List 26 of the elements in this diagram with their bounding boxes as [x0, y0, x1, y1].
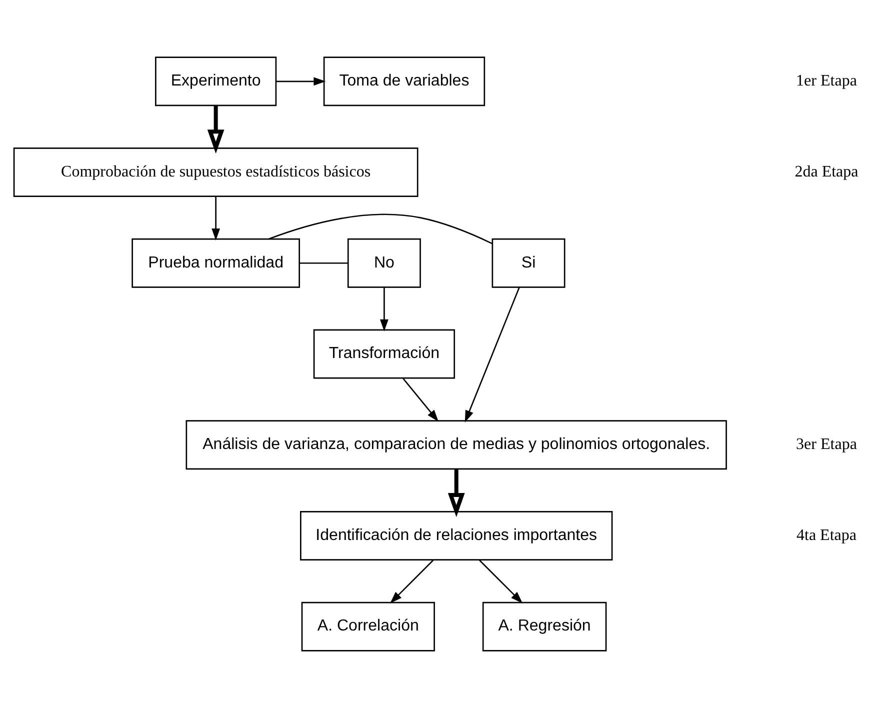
label: 1er Etapa [796, 72, 857, 90]
node-box: Transformación [313, 328, 456, 378]
label: 3er Etapa [796, 436, 857, 453]
node-box: Prueba normalidad [132, 238, 300, 288]
arrow [448, 468, 465, 517]
arrow [212, 196, 220, 240]
arrow [276, 76, 326, 86]
arrow [464, 286, 520, 422]
arrow [479, 559, 523, 603]
node-box: A. Regresión [482, 601, 607, 651]
node-box: Análisis de varianza, comparacion de medias y polinomios ortogonales. [186, 420, 727, 470]
arrow [402, 378, 439, 422]
label: 2da Etapa [794, 162, 858, 180]
connector [268, 213, 492, 244]
node-box: No [347, 238, 421, 288]
node-box: Si [492, 238, 566, 288]
node-box: Comprobación de supuestos estadísticos básicos [13, 147, 418, 196]
node-box: Identificación de relaciones importantes [300, 510, 613, 560]
node-box: Experimento [155, 56, 277, 106]
arrow [390, 559, 434, 603]
node-box: Toma de variables [323, 56, 486, 106]
label: 4ta Etapa [796, 526, 857, 544]
arrow [380, 287, 388, 331]
node-box: A. Correlación [301, 601, 435, 651]
arrow [207, 105, 224, 154]
connector [299, 262, 348, 264]
